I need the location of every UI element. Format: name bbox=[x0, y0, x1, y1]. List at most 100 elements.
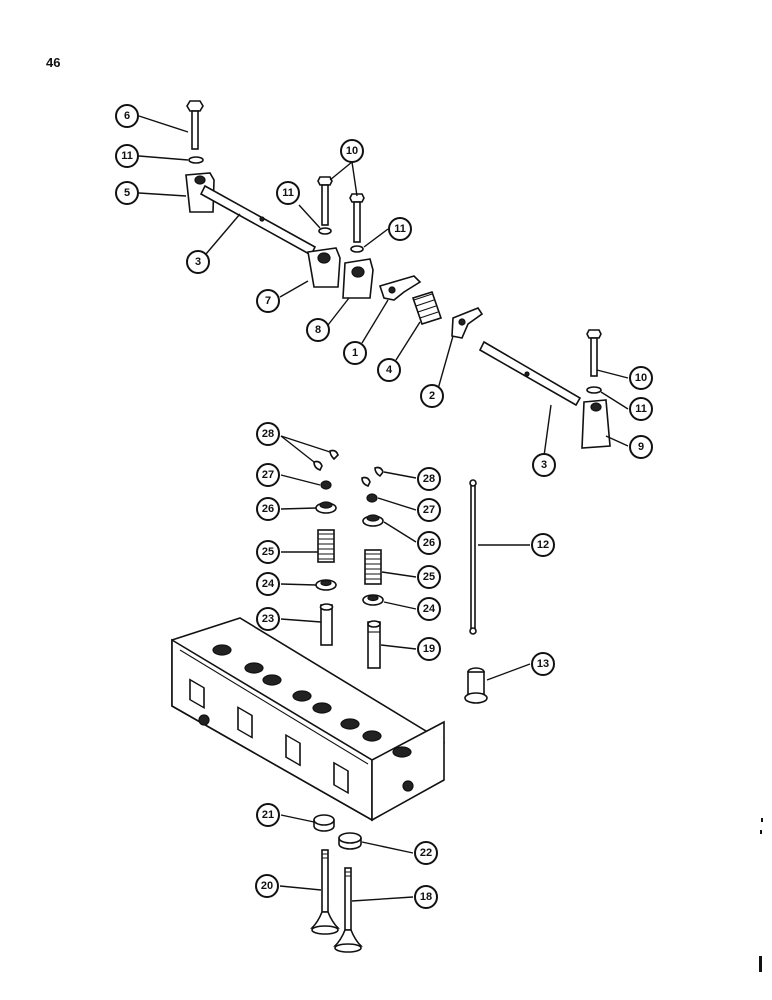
callout-3: 3 bbox=[532, 453, 556, 477]
callout-13: 13 bbox=[531, 652, 555, 676]
seal-27-b bbox=[366, 493, 378, 503]
margin-mark-small-2 bbox=[760, 830, 762, 834]
support-5 bbox=[185, 172, 215, 213]
svg-text:25: 25 bbox=[423, 571, 435, 583]
valve-20 bbox=[310, 849, 340, 935]
svg-text:5: 5 bbox=[124, 187, 130, 199]
callout-21: 21 bbox=[256, 803, 280, 827]
svg-text:27: 27 bbox=[423, 504, 435, 516]
rocker-shaft-3-b bbox=[478, 340, 582, 407]
washer-11-d bbox=[586, 386, 602, 394]
spring-25-b bbox=[364, 549, 382, 585]
bolt-10-a bbox=[317, 176, 333, 226]
callout-4: 4 bbox=[377, 358, 401, 382]
callout-22: 22 bbox=[414, 841, 438, 865]
push-rod-12 bbox=[469, 479, 477, 635]
svg-text:3: 3 bbox=[541, 459, 547, 471]
margin-mark bbox=[759, 956, 762, 972]
svg-text:21: 21 bbox=[262, 809, 274, 821]
spring-25-a bbox=[317, 529, 335, 563]
margin-mark-small bbox=[761, 818, 763, 822]
callout-11: 11 bbox=[388, 217, 412, 241]
callout-7: 7 bbox=[256, 289, 280, 313]
svg-text:12: 12 bbox=[537, 539, 549, 551]
svg-text:18: 18 bbox=[420, 891, 432, 903]
svg-text:20: 20 bbox=[261, 880, 273, 892]
callout-11: 11 bbox=[629, 397, 653, 421]
retainer-26-b bbox=[362, 514, 384, 527]
valve-keepers-28-a bbox=[313, 449, 339, 471]
guide-19 bbox=[367, 620, 381, 669]
head-ports bbox=[189, 678, 349, 795]
svg-text:28: 28 bbox=[423, 473, 435, 485]
svg-text:25: 25 bbox=[262, 546, 274, 558]
svg-text:26: 26 bbox=[262, 503, 274, 515]
leader-lines bbox=[138, 115, 629, 902]
retainer-26-a bbox=[315, 501, 337, 514]
callout-24: 24 bbox=[256, 572, 280, 596]
page-number: 46 bbox=[46, 55, 61, 70]
washer-11-a bbox=[188, 156, 204, 164]
svg-text:3: 3 bbox=[195, 256, 201, 268]
callout-23: 23 bbox=[256, 607, 280, 631]
svg-text:19: 19 bbox=[423, 643, 435, 655]
callout-26: 26 bbox=[417, 531, 441, 555]
bolt-6 bbox=[186, 100, 204, 150]
callout-8: 8 bbox=[306, 318, 330, 342]
svg-text:1: 1 bbox=[352, 347, 358, 359]
callout-27: 27 bbox=[417, 498, 441, 522]
callout-27: 27 bbox=[256, 463, 280, 487]
callout-25: 25 bbox=[256, 540, 280, 564]
tappet-13 bbox=[464, 667, 488, 704]
svg-text:28: 28 bbox=[262, 428, 274, 440]
guide-23 bbox=[319, 603, 334, 646]
svg-text:27: 27 bbox=[262, 469, 274, 481]
callout-10: 10 bbox=[340, 139, 364, 163]
svg-text:9: 9 bbox=[638, 441, 644, 453]
callout-25: 25 bbox=[417, 565, 441, 589]
insert-21 bbox=[313, 814, 335, 832]
svg-text:23: 23 bbox=[262, 613, 274, 625]
valve-18 bbox=[333, 867, 363, 953]
washer-11-c bbox=[350, 245, 364, 253]
support-7 bbox=[307, 247, 341, 288]
callout-1: 1 bbox=[343, 341, 367, 365]
seal-27-a bbox=[320, 480, 332, 490]
callout-24: 24 bbox=[417, 597, 441, 621]
callout-18: 18 bbox=[414, 885, 438, 909]
washer-11-b bbox=[318, 227, 332, 235]
insert-22 bbox=[338, 832, 362, 850]
svg-text:4: 4 bbox=[386, 364, 393, 376]
callout-26: 26 bbox=[256, 497, 280, 521]
svg-text:10: 10 bbox=[635, 372, 647, 384]
svg-text:10: 10 bbox=[346, 145, 358, 157]
callout-10: 10 bbox=[629, 366, 653, 390]
rocker-arm-2 bbox=[451, 307, 484, 339]
callout-20: 20 bbox=[255, 874, 279, 898]
support-8 bbox=[342, 258, 374, 299]
bolt-10-b bbox=[349, 193, 365, 243]
seat-24-b bbox=[362, 594, 384, 606]
callout-19: 19 bbox=[417, 637, 441, 661]
svg-text:22: 22 bbox=[420, 847, 432, 859]
svg-text:24: 24 bbox=[423, 603, 436, 615]
cylinder-head bbox=[171, 617, 445, 822]
svg-text:11: 11 bbox=[394, 223, 406, 235]
rocker-arm-1 bbox=[378, 275, 422, 301]
valve-seat-holes bbox=[212, 644, 412, 758]
callout-9: 9 bbox=[629, 435, 653, 459]
svg-text:6: 6 bbox=[124, 110, 130, 122]
callout-11: 11 bbox=[115, 144, 139, 168]
svg-text:8: 8 bbox=[315, 324, 321, 336]
callout-6: 6 bbox=[115, 104, 139, 128]
seat-24-a bbox=[315, 579, 337, 591]
callout-3: 3 bbox=[186, 250, 210, 274]
svg-text:11: 11 bbox=[282, 187, 294, 199]
svg-text:11: 11 bbox=[635, 403, 647, 415]
svg-text:2: 2 bbox=[429, 390, 435, 402]
svg-text:7: 7 bbox=[265, 295, 271, 307]
callout-11: 11 bbox=[276, 181, 300, 205]
callout-28: 28 bbox=[417, 467, 441, 491]
svg-text:13: 13 bbox=[537, 658, 549, 670]
